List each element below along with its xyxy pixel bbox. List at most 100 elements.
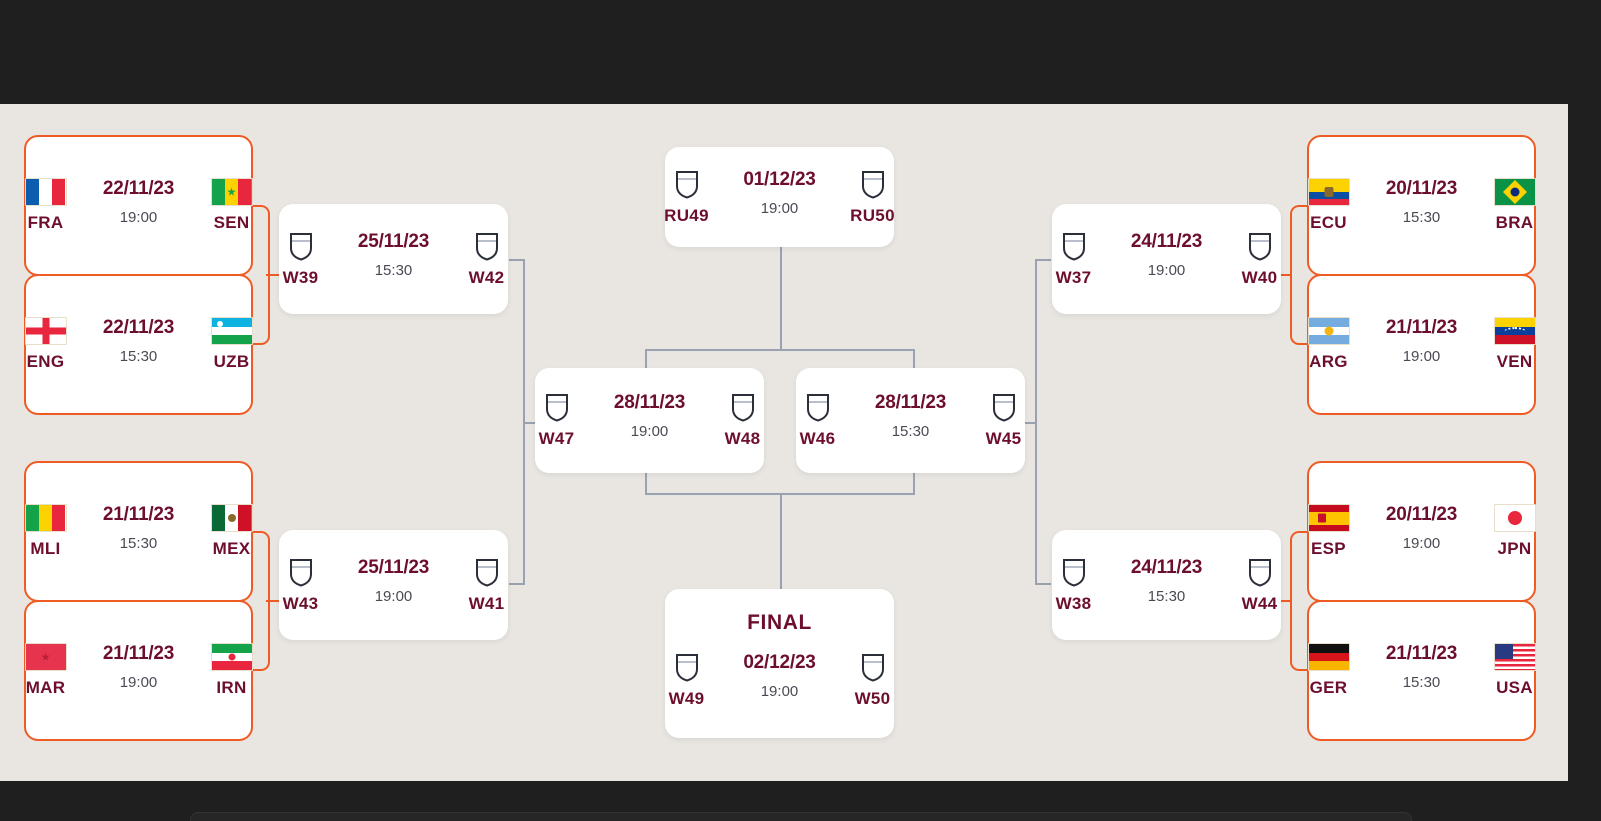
team-code: ECU [1310,213,1347,232]
match-meta: 25/11/23 19:00 [351,557,437,605]
match-time: 19:00 [1147,261,1186,279]
home-side: W37 [1042,231,1106,288]
match-date: 25/11/23 [357,556,430,578]
team-code: UZB [213,352,250,371]
match-row: ECU 20/11/23 15:30 BRA [1297,178,1547,233]
tournament-bracket: FRA 22/11/23 19:00 SEN [0,104,1568,781]
shield-placeholder-icon [1062,232,1085,261]
away-side: W48 [711,392,775,449]
shield-placeholder-icon [289,558,312,587]
match-card-r16-4[interactable]: MAR 21/11/23 19:00 IRN [24,600,253,741]
match-card-qf-2[interactable]: W43 25/11/23 19:00 W41 [279,530,508,640]
away-side: W40 [1228,231,1292,288]
match-time: 15:30 [119,348,158,365]
home-side: ENG [14,317,78,372]
shield-placeholder-icon [545,394,568,422]
match-card-r16-6[interactable]: ARG 21/11/23 19:00 VEN [1307,274,1536,415]
team-code: W40 [1241,267,1278,287]
team-code: W46 [799,429,836,448]
final-title: FINAL [747,611,812,634]
away-side: W50 [841,652,905,709]
match-card-third-place[interactable]: RU49 01/12/23 19:00 RU50 [664,147,895,247]
away-side: W44 [1228,557,1292,614]
team-code: ENG [26,352,65,371]
match-card-r16-7[interactable]: ESP 20/11/23 19:00 JPN [1307,461,1536,602]
flag-mexico [210,504,253,532]
flag-star [227,187,236,196]
connector-qf-right-bracket [1035,259,1051,585]
team-code: ESP [1311,539,1346,558]
match-time: 19:00 [1402,348,1441,365]
team-code: IRN [216,678,247,697]
match-meta: 22/11/23 15:30 [96,317,182,365]
match-card-qf-3[interactable]: W37 24/11/23 19:00 W40 [1052,204,1281,314]
match-card-r16-3[interactable]: MLI 21/11/23 15:30 MEX [24,461,253,602]
home-side: FRA [14,178,78,233]
match-meta: 24/11/23 19:00 [1124,231,1210,279]
match-meta: 01/12/23 19:00 [737,169,823,217]
match-card-sf-2[interactable]: W46 28/11/23 15:30 W45 [796,368,1025,473]
match-row: W38 24/11/23 15:30 W44 [1042,557,1292,614]
shield-placeholder-icon [1062,558,1085,587]
match-meta: 02/12/23 19:00 [737,652,823,700]
team-code: W39 [282,267,319,287]
match-time: 19:00 [630,423,669,440]
away-side: JPN [1483,504,1547,559]
match-card-r16-5[interactable]: ECU 20/11/23 15:30 BRA [1307,135,1536,276]
shield-placeholder-icon [675,654,698,682]
flag-morocco [24,643,67,671]
match-card-r16-2[interactable]: ENG 22/11/23 15:30 UZB [24,274,253,415]
flag-japan [1493,504,1536,532]
match-meta: 20/11/23 15:30 [1379,178,1465,226]
home-side: MAR [14,643,78,698]
match-card-qf-1[interactable]: W39 25/11/23 15:30 W42 [279,204,508,314]
home-side: W43 [269,557,333,614]
match-time: 15:30 [1402,209,1441,226]
match-card-r16-1[interactable]: FRA 22/11/23 19:00 SEN [24,135,253,276]
away-side: VEN [1483,317,1547,372]
match-meta: 21/11/23 19:00 [96,643,182,691]
home-side: ECU [1297,178,1361,233]
match-card-qf-4[interactable]: W38 24/11/23 15:30 W44 [1052,530,1281,640]
match-time: 19:00 [1402,535,1441,552]
flag-venezuela [1493,317,1536,345]
match-card-r16-8[interactable]: GER 21/11/23 15:30 USA [1307,600,1536,741]
match-row: W47 28/11/23 19:00 W48 [525,392,775,449]
match-time: 19:00 [760,199,799,217]
team-code: VEN [1496,352,1533,371]
shield-placeholder-icon [731,394,754,422]
flag-emblem [1324,187,1333,197]
shield-placeholder-icon [289,232,312,261]
team-code: W37 [1055,267,1092,287]
match-row: ARG 21/11/23 19:00 VEN [1297,317,1547,372]
match-time: 15:30 [374,261,413,279]
match-meta: 21/11/23 15:30 [96,504,182,552]
home-side: W47 [525,392,589,449]
match-card-sf-1[interactable]: W47 28/11/23 19:00 W48 [535,368,764,473]
match-date: 01/12/23 [743,168,816,190]
team-code: MAR [25,678,66,697]
flag-emblem [228,653,235,661]
top-chrome-bar [0,0,1601,104]
team-code: W41 [468,593,505,613]
match-card-final[interactable]: FINAL W49 02/12/23 19:00 W50 [665,589,894,738]
match-meta: 21/11/23 19:00 [1379,317,1465,365]
flag-iran [210,643,253,671]
home-side: GER [1297,643,1361,698]
team-code: W45 [985,429,1022,448]
flag-cross-horizontal [25,327,66,335]
shield-placeholder-icon [475,232,498,261]
match-row: FRA 22/11/23 19:00 SEN [14,178,264,233]
flag-france [24,178,67,206]
flag-mali [24,504,67,532]
home-side: ARG [1297,317,1361,372]
connector-qf-left-bracket [509,259,525,585]
flag-ecuador [1307,178,1350,206]
flag-argentina [1307,317,1350,345]
team-code: W48 [724,429,761,448]
home-side: W46 [786,392,850,449]
match-date: 21/11/23 [1385,317,1458,338]
shield-placeholder-icon [861,654,884,682]
match-date: 25/11/23 [357,230,430,252]
away-side: USA [1483,643,1547,698]
